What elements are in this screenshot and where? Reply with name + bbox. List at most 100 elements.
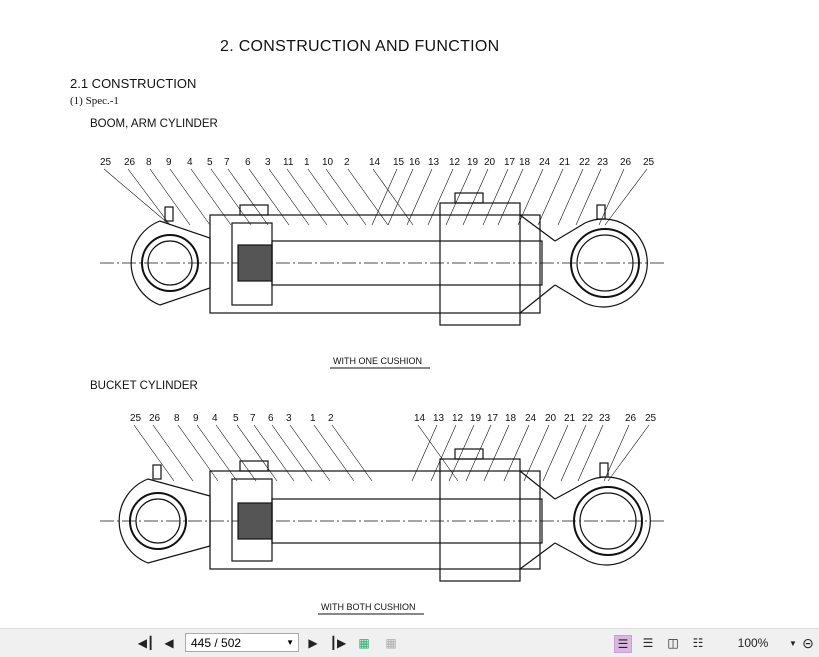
leader-line (542, 424, 569, 482)
callout-label: 14 (414, 413, 426, 424)
leader-line (560, 424, 587, 482)
callout-label: 14 (369, 157, 381, 168)
leader-line (417, 424, 459, 482)
leader-line (427, 168, 454, 226)
next-page-icon[interactable]: ▶ (308, 636, 318, 650)
callout-label: 11 (283, 157, 294, 168)
leader-line (347, 168, 389, 226)
right-bushing (573, 486, 643, 556)
spec-label: (1) Spec.-1 (70, 95, 119, 107)
boom-arm-heading: BOOM, ARM CYLINDER (90, 118, 218, 130)
callout-label: 24 (539, 157, 551, 168)
leader-line (169, 168, 211, 226)
page-number-value: 445 / 502 (191, 635, 242, 650)
callout-label: 9 (193, 413, 199, 424)
leader-line (103, 168, 171, 226)
callout-label: 25 (643, 157, 655, 168)
leader-line (445, 168, 472, 226)
last-page-icon[interactable]: ┃▶ (329, 636, 347, 650)
leader-line (215, 424, 257, 482)
leader-line (307, 168, 349, 226)
continuous-facing-view-icon[interactable]: ☷ (692, 636, 704, 650)
zoom-level[interactable]: 100% (737, 636, 769, 650)
zoom-dropdown-icon[interactable]: ▼ (789, 638, 797, 648)
callout-label: 18 (519, 157, 531, 168)
callout-label: 19 (467, 157, 479, 168)
left-bushing (129, 492, 187, 550)
zoom-out-icon[interactable]: ⊝ (802, 634, 814, 651)
leader-line (411, 424, 438, 482)
callout-label: 4 (212, 413, 218, 424)
leader-line (127, 168, 171, 226)
next-view-icon[interactable]: ▦ (385, 636, 397, 650)
right-bushing (570, 228, 640, 298)
callout-label: 22 (582, 413, 594, 424)
previous-view-icon[interactable]: ▦ (358, 636, 370, 650)
bucket-heading: BUCKET CYLINDER (90, 380, 198, 392)
callout-label: 9 (166, 157, 172, 168)
leader-line (152, 424, 194, 482)
callout-label: 18 (505, 413, 517, 424)
leader-line (604, 168, 648, 226)
callout-label: 16 (409, 157, 421, 168)
callout-label: 3 (265, 157, 271, 168)
callout-label: 13 (428, 157, 440, 168)
page-number-field[interactable]: 445 / 502 ▼ (185, 633, 299, 652)
leader-line (248, 168, 290, 226)
callout-label: 20 (484, 157, 496, 168)
callout-label: 5 (207, 157, 213, 168)
leader-line (371, 168, 398, 226)
single-page-view-icon[interactable]: ☰ (614, 635, 632, 653)
callout-label: 25 (100, 157, 112, 168)
callout-label: 23 (599, 413, 611, 424)
leader-line (462, 168, 489, 226)
callout-label: 7 (224, 157, 230, 168)
facing-view-icon[interactable]: ◫ (667, 636, 679, 650)
callout-label: 12 (449, 157, 461, 168)
callout-label: 25 (645, 413, 657, 424)
leader-line (503, 424, 530, 482)
first-page-icon[interactable]: ◀┃ (137, 636, 155, 650)
leader-line (271, 424, 313, 482)
callout-label: 8 (146, 157, 152, 168)
piston-nut (237, 502, 273, 540)
callout-label: 17 (504, 157, 516, 168)
callout-label: 21 (559, 157, 571, 168)
callout-label: 2 (328, 413, 334, 424)
callout-label: 24 (525, 413, 537, 424)
callout-label: 19 (470, 413, 482, 424)
previous-page-icon[interactable]: ◀ (164, 636, 174, 650)
port-block (239, 204, 269, 216)
left-eye (118, 478, 211, 564)
rod-cover (439, 202, 521, 326)
leader-line (331, 424, 373, 482)
leader-line (372, 168, 414, 226)
leader-line (575, 168, 602, 226)
leader-line (286, 168, 328, 226)
callout-label: 15 (393, 157, 405, 168)
leader-line (133, 424, 175, 482)
leader-line (517, 168, 544, 226)
pdf-toolbar: ◀┃ ◀ 445 / 502▼ ▶ ┃▶ ▦ ▦ ☰ ☰ ◫ ☷ 100% ▼ … (0, 628, 819, 657)
page-dropdown-icon[interactable]: ▼ (286, 638, 294, 647)
callout-label: 2 (344, 157, 350, 168)
leader-line (430, 424, 457, 482)
leader-line (236, 424, 278, 482)
callout-label: 22 (579, 157, 591, 168)
callout-label: 6 (245, 157, 251, 168)
section-heading: 2.1 CONSTRUCTION (70, 76, 197, 91)
left-bushing (141, 234, 199, 292)
callout-label: 3 (286, 413, 292, 424)
callout-label: 6 (268, 413, 274, 424)
callout-label: 17 (487, 413, 499, 424)
grease-nipple (596, 204, 606, 220)
continuous-view-icon[interactable]: ☰ (642, 636, 654, 650)
right-eye (554, 476, 651, 566)
callout-label: 4 (187, 157, 193, 168)
callout-label: 13 (433, 413, 445, 424)
leader-line (313, 424, 355, 482)
cylinder-tube (209, 470, 541, 570)
callout-label: 1 (304, 157, 310, 168)
